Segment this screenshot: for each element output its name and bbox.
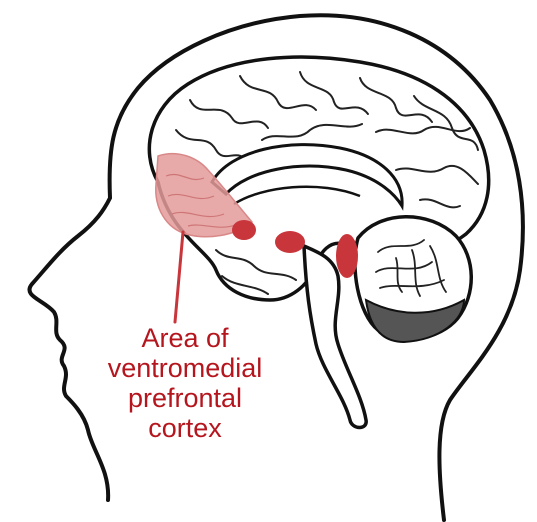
label-line-1: Area of: [55, 323, 315, 353]
label-pointer-line: [175, 232, 183, 322]
label-line-3: prefrontal: [55, 383, 315, 413]
highlight-spot-1: [232, 220, 256, 240]
highlight-spot-2: [275, 231, 305, 253]
label-line-2: ventromedial: [55, 353, 315, 383]
cerebellum: [355, 217, 471, 342]
label-line-4: cortex: [55, 413, 315, 443]
highlight-spot-3: [336, 234, 358, 278]
